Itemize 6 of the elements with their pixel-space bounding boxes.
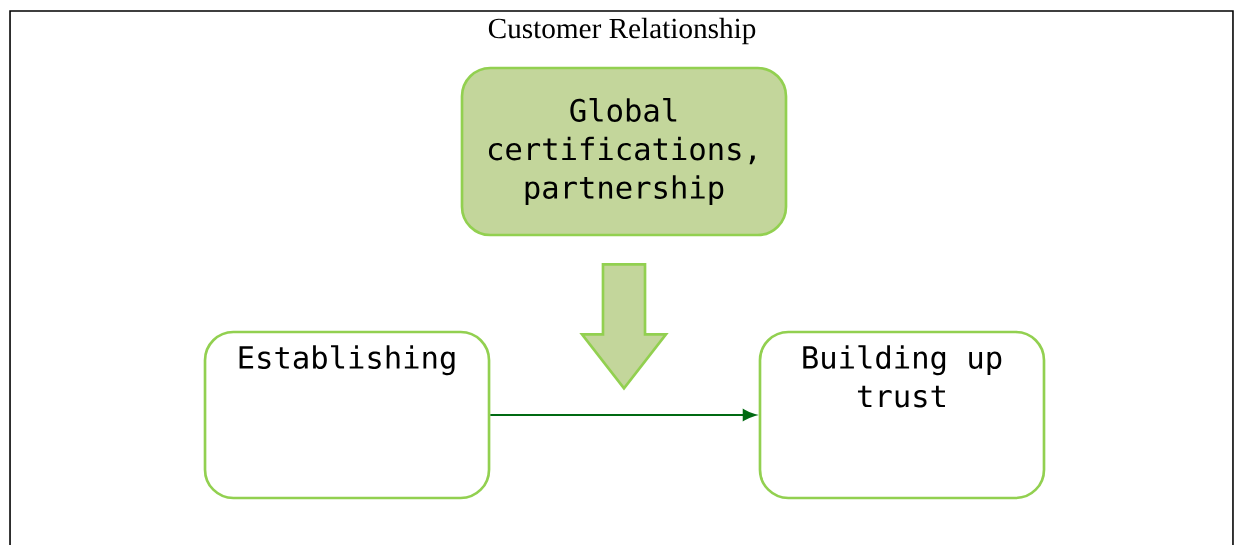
arrow [490,409,756,421]
process-box: Establishing [203,330,491,500]
title: Customer Relationship [488,17,756,45]
process-box: Building up trust [758,330,1046,500]
process-box: Global certifications, partnership [460,66,788,237]
block-arrow [579,263,669,391]
